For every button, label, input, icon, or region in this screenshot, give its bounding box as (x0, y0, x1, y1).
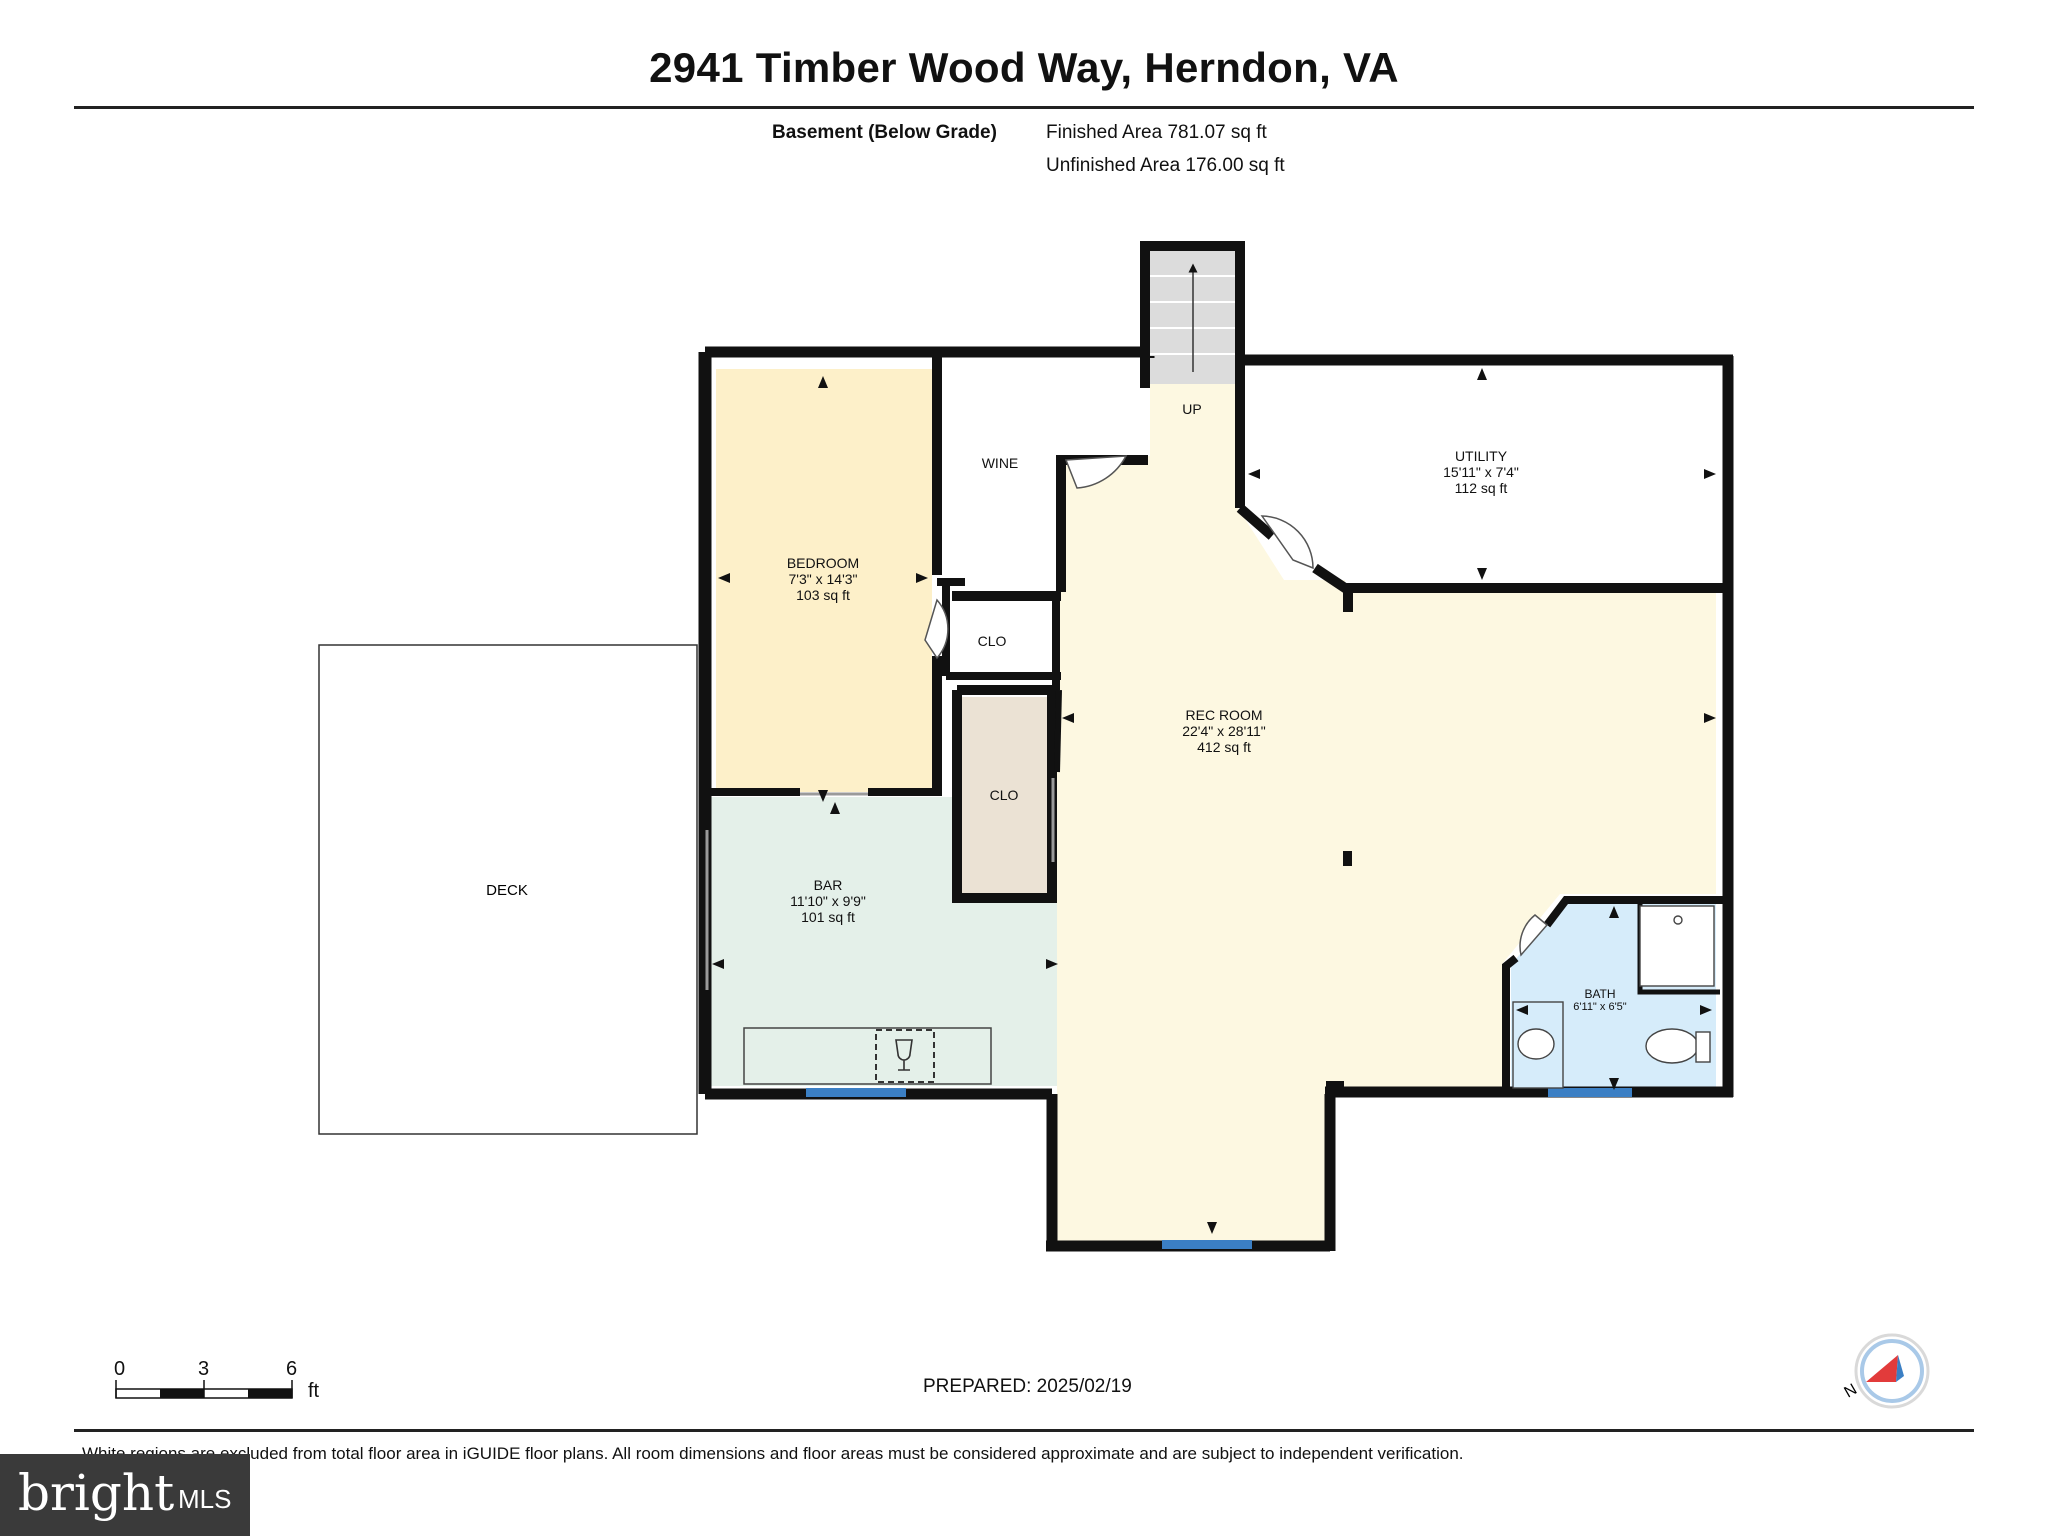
finished-area: Finished Area 781.07 sq ft (1046, 122, 1267, 143)
closet-lower (962, 697, 1048, 897)
page-title: 2941 Timber Wood Way, Herndon, VA (649, 44, 1399, 91)
walls (698, 241, 1734, 1252)
scale-tick-3: 3 (198, 1358, 210, 1380)
utility-dims: 15'11" x 7'4" (1443, 464, 1519, 480)
bedroom-name: BEDROOM (787, 555, 859, 571)
deck (318, 644, 698, 1135)
dimension-arrows (712, 368, 1716, 1234)
title-divider (74, 106, 1974, 109)
bedroom-area: 103 sq ft (796, 587, 850, 603)
bar-dims: 11'10" x 9'9" (790, 893, 866, 909)
windows (806, 1088, 1632, 1249)
bright-mls-logo: bright MLS (0, 1454, 250, 1536)
rec-room-dims: 22'4" x 28'11" (1182, 723, 1266, 739)
utility-area: 112 sq ft (1455, 480, 1508, 496)
wine-name: WINE (982, 455, 1019, 471)
compass-icon: N (1842, 1333, 1930, 1409)
closet-upper-name: CLO (978, 633, 1007, 649)
bedroom-room (716, 369, 932, 792)
stairs (1148, 250, 1236, 384)
rec-room-area: 412 sq ft (1197, 739, 1251, 755)
bath-name: BATH (1584, 987, 1615, 1001)
footer-divider (74, 1429, 1974, 1432)
disclaimer: White regions are excluded from total fl… (82, 1444, 1464, 1463)
logo-word: bright (18, 1464, 175, 1522)
stairs-label: UP (1182, 401, 1201, 417)
bedroom-dims: 7'3" x 14'3" (789, 571, 858, 587)
bath-fixtures (1512, 905, 1715, 1089)
bath-dims: 6'11" x 6'5" (1573, 1001, 1626, 1013)
doors (924, 455, 1549, 957)
logo-suffix: MLS (178, 1484, 232, 1514)
closet-lower-name: CLO (990, 787, 1019, 803)
deck-label: DECK (486, 882, 528, 899)
floor-label: Basement (Below Grade) (772, 122, 997, 143)
scale-bar (115, 1380, 293, 1399)
scale-unit: ft (308, 1380, 320, 1402)
rec-room (1056, 378, 1716, 1244)
bar-area: 101 sq ft (801, 909, 855, 925)
scale-tick-0: 0 (114, 1358, 126, 1380)
prepared-date: PREPARED: 2025/02/19 (923, 1376, 1132, 1397)
sliding-doors (705, 778, 1055, 990)
unfinished-area: Unfinished Area 176.00 sq ft (1046, 155, 1285, 176)
bar-name: BAR (814, 877, 843, 893)
rec-room-name: REC ROOM (1186, 707, 1263, 723)
utility-name: UTILITY (1455, 448, 1508, 464)
scale-tick-6: 6 (286, 1358, 298, 1380)
bar-counter (743, 1027, 992, 1085)
